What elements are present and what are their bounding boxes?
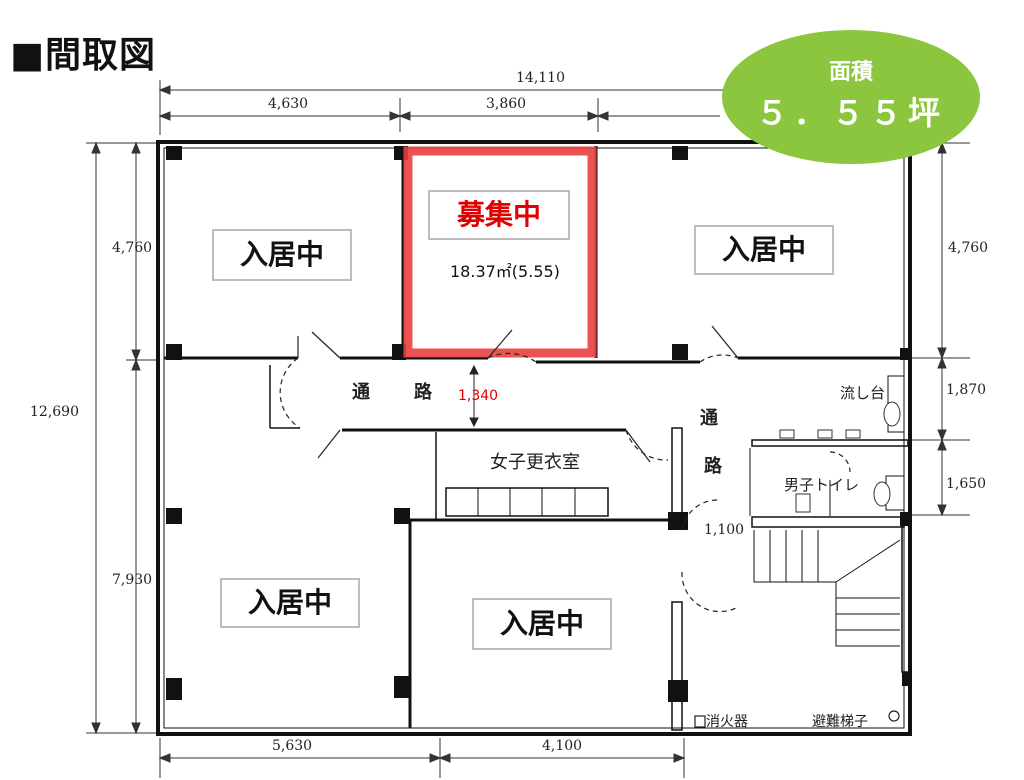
dim-left-top-height: 4,760 xyxy=(112,240,153,256)
area-value: ５．５５坪 xyxy=(755,94,946,132)
dim-bottom-left-width: 5,630 xyxy=(272,738,313,754)
mens-toilet-label: 男子トイレ xyxy=(784,476,860,494)
dim-total-width: 14,110 xyxy=(516,70,565,86)
room-label-top-left: 入居中 xyxy=(212,229,352,281)
corridor-vertical-char2: 路 xyxy=(704,456,722,477)
sink-label: 流し台 xyxy=(840,384,886,402)
sink-counter xyxy=(779,401,901,513)
dim-total-height: 12,690 xyxy=(30,404,79,420)
area-label: 面積 xyxy=(828,60,873,85)
dim-door-width: 1,100 xyxy=(704,522,745,538)
dimension-lines xyxy=(86,80,970,778)
dim-bottom-mid-width: 4,100 xyxy=(542,738,583,754)
escape-ladder-label: 避難梯子 xyxy=(812,714,868,730)
escape-ladder-icon xyxy=(888,710,900,722)
dim-top-left-width: 4,630 xyxy=(268,96,309,112)
corridor-label-char1: 通 xyxy=(352,382,370,403)
vacant-room-size: 18.37㎡(5.55) xyxy=(450,262,560,281)
building-walls xyxy=(156,140,912,736)
dim-top-mid-width: 3,860 xyxy=(486,96,527,112)
corridor-label-char2: 路 xyxy=(414,382,432,403)
dim-right-low-height: 1,650 xyxy=(946,476,987,492)
corridor-vertical-char1: 通 xyxy=(700,408,718,429)
area-badge: 面積 ５．５５坪 xyxy=(722,30,980,164)
extinguisher-label: 消火器 xyxy=(706,714,748,730)
dim-right-top-height: 4,760 xyxy=(948,240,989,256)
structural-columns xyxy=(166,146,912,702)
dim-left-bottom-height: 7,930 xyxy=(112,572,153,588)
corridor-width-indicator xyxy=(469,364,479,428)
corridor-width: 1,340 xyxy=(458,388,499,404)
womens-locker-label: 女子更衣室 xyxy=(490,452,580,473)
dim-right-mid-height: 1,870 xyxy=(946,382,987,398)
room-label-bottom-middle: 入居中 xyxy=(472,598,612,650)
room-label-top-right: 入居中 xyxy=(694,225,834,275)
extinguisher-icon xyxy=(694,715,706,728)
page-title: ■間取図 xyxy=(10,35,157,76)
vacant-room-highlight xyxy=(403,146,597,358)
room-label-bottom-left: 入居中 xyxy=(220,578,360,628)
vacant-room-label: 募集中 xyxy=(428,190,570,240)
